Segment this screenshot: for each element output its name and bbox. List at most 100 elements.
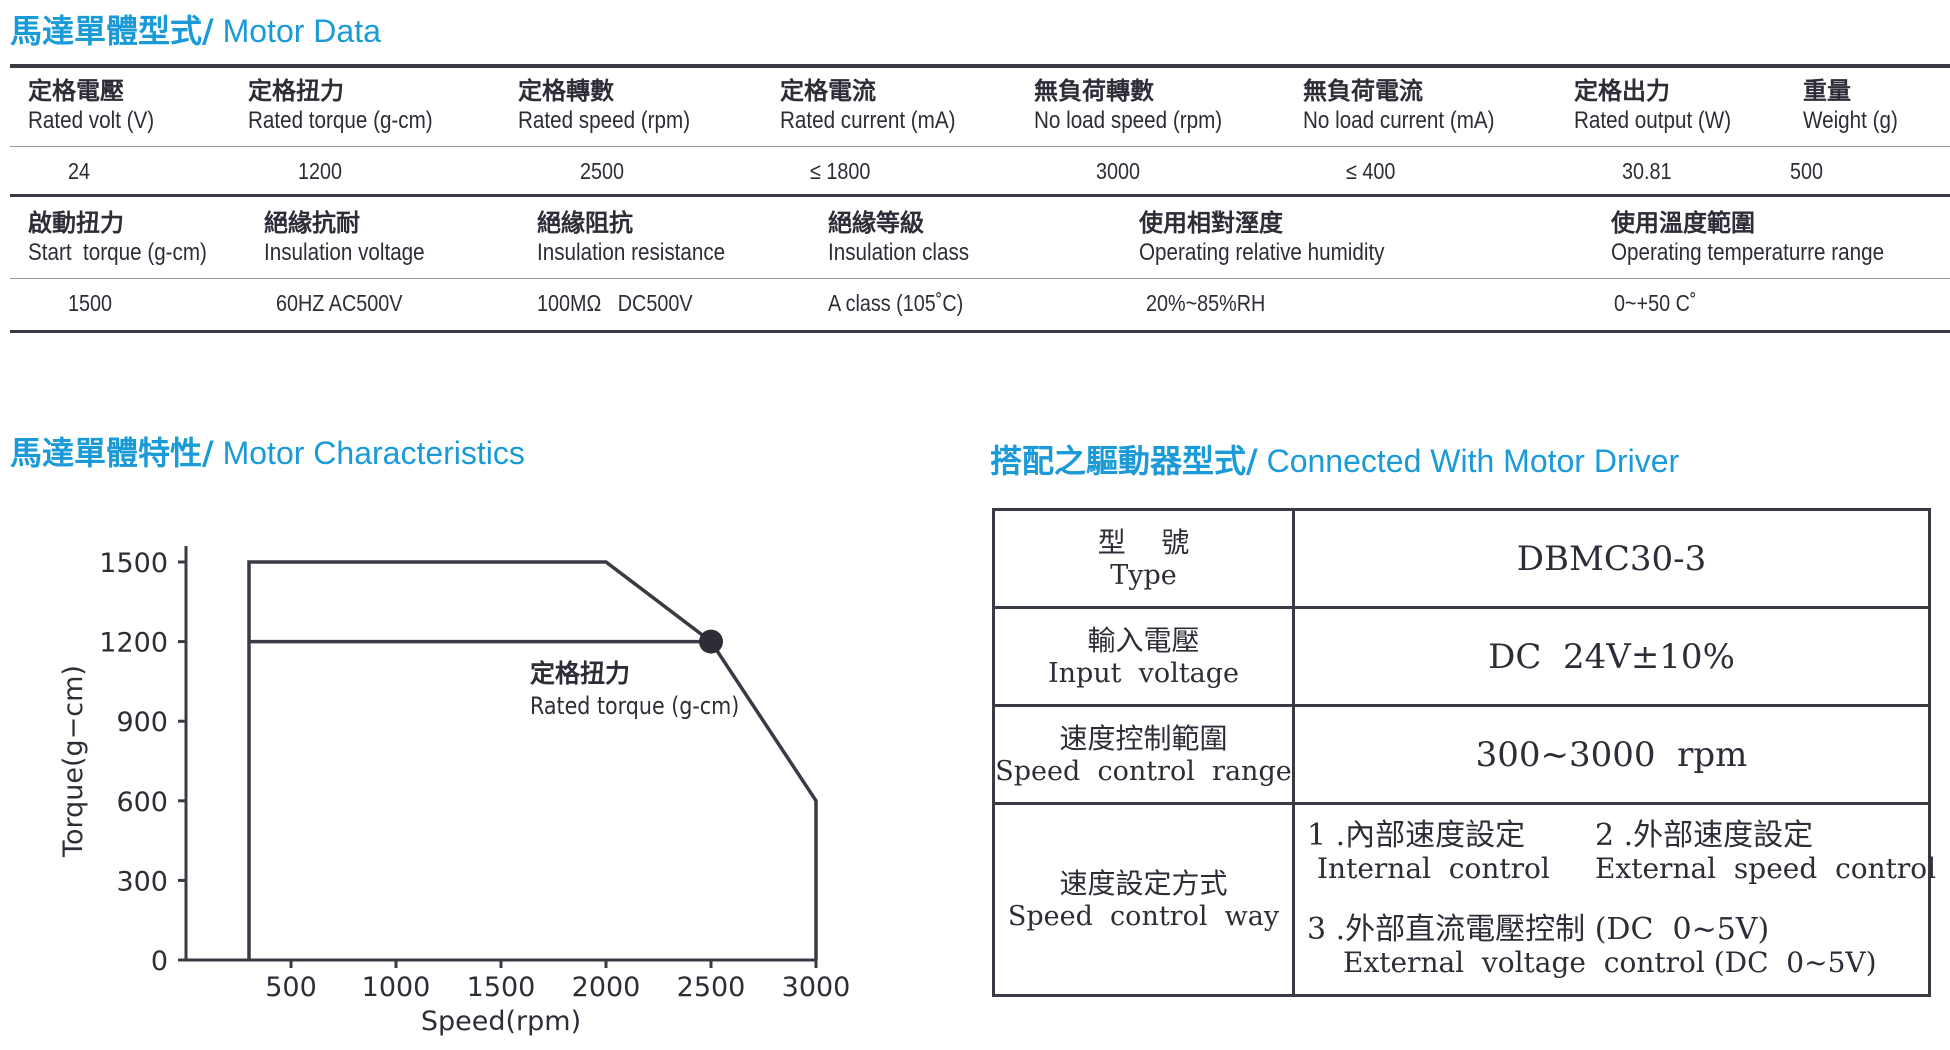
rated-point-marker [699, 629, 723, 654]
x-axis-label: Speed(rpm) [421, 1006, 581, 1037]
driver-label-zh: 輸入電壓 [1087, 623, 1200, 657]
spec-value: 1200 [298, 158, 343, 184]
spec-value: 30.81 [1622, 158, 1672, 184]
spec-header-zh: 定格電壓 [28, 77, 124, 105]
spec-header-zh: 使用相對溼度 [1139, 209, 1283, 237]
control-option-zh: 2 .外部速度設定 [1595, 818, 1814, 853]
driver-value-input-voltage: DC 24V±10% [1488, 636, 1735, 677]
x-tick-label: 1500 [467, 972, 536, 1003]
x-tick-label: 2000 [572, 972, 641, 1003]
driver-label-en: Speed control range [995, 755, 1292, 787]
spec-header-en: Operating temperaturre range [1611, 239, 1885, 266]
spec-header-zh: 使用溫度範圍 [1611, 209, 1755, 237]
spec-header-en: Weight (g) [1803, 107, 1898, 134]
spec-header-en: Insulation class [828, 239, 970, 266]
driver-row-type: 型 號 Type DBMC30-3 [995, 511, 1928, 609]
motor-data-title-zh: 馬達單體型式/ [10, 12, 214, 50]
control-option-internal: 1 .內部速度設定 Internal control [1307, 819, 1550, 885]
driver-label-en: Type [1110, 559, 1177, 591]
characteristics-title-zh: 馬達單體特性/ [10, 434, 214, 472]
driver-row-speed-range: 速度控制範圍 Speed control range 300~3000 rpm [995, 707, 1928, 805]
annotation-en: Rated torque (g-cm) [530, 693, 739, 721]
driver-label-zh: 速度控制範圍 [1059, 721, 1228, 755]
spec-value: 3000 [1096, 158, 1141, 184]
spec-header-zh: 定格出力 [1574, 77, 1670, 105]
row1-header-divider [10, 146, 1950, 147]
spec-header-zh: 無負荷轉數 [1034, 77, 1154, 105]
control-option-zh: 3 .外部直流電壓控制 (DC 0~5V) [1307, 912, 1770, 947]
spec-header-zh: 絕緣等級 [828, 209, 924, 237]
spec-header-en: Insulation resistance [537, 239, 726, 266]
spec-header-zh: 絕緣抗耐 [264, 209, 360, 237]
control-option-en: External voltage control (DC 0~5V) [1343, 946, 1877, 979]
driver-label-input-voltage: 輸入電壓 Input voltage [995, 609, 1295, 704]
series-line-0 [247, 560, 818, 960]
driver-value-type: DBMC30-3 [1516, 538, 1707, 579]
driver-label-control-way: 速度設定方式 Speed control way [995, 805, 1295, 994]
spec-header-zh: 定格轉數 [518, 77, 614, 105]
spec-value: 60HZ AC500V [276, 290, 403, 316]
control-option-en: External speed control [1595, 852, 1937, 885]
spec-value: 1500 [68, 290, 113, 316]
spec-header-en: Rated output (W) [1574, 107, 1732, 134]
row2-header-divider [10, 278, 1950, 279]
driver-title-en: Connected With Motor Driver [1257, 443, 1680, 479]
spec-value: 0~+50 C˚ [1614, 290, 1697, 316]
y-tick-label: 300 [116, 866, 168, 897]
y-tick-label: 1200 [99, 628, 168, 659]
y-axis-label: Torque(g−cm) [58, 665, 89, 858]
spec-header-en: Start torque (g-cm) [28, 239, 207, 266]
spec-value: A class (105˚C) [828, 290, 964, 316]
spec-header-en: Rated volt (V) [28, 107, 155, 134]
driver-title: 搭配之驅動器型式/ Connected With Motor Driver [990, 436, 1679, 482]
control-option-external-speed: 2 .外部速度設定 External speed control [1595, 819, 1936, 885]
table-top-rule [10, 64, 1950, 68]
driver-row-input-voltage: 輸入電壓 Input voltage DC 24V±10% [995, 609, 1928, 707]
driver-label-en: Input voltage [1047, 657, 1240, 689]
control-option-zh: 1 .內部速度設定 [1307, 818, 1526, 853]
driver-label-zh: 速度設定方式 [1059, 866, 1228, 900]
driver-label-speed-range: 速度控制範圍 Speed control range [995, 707, 1295, 802]
x-tick-label: 1000 [362, 972, 431, 1003]
spec-header-zh: 無負荷電流 [1303, 77, 1423, 105]
spec-header-en: Rated torque (g-cm) [248, 107, 433, 134]
driver-label-zh: 型 號 [1097, 525, 1190, 559]
y-tick-label: 0 [151, 946, 168, 977]
spec-header-en: Insulation voltage [264, 239, 425, 266]
spec-header-zh: 啟動扭力 [28, 209, 124, 237]
spec-value: ≤ 400 [1346, 158, 1396, 184]
control-option-external-voltage: 3 .外部直流電壓控制 (DC 0~5V) External voltage c… [1307, 913, 1877, 979]
spec-value: 500 [1790, 158, 1824, 184]
x-tick-label: 500 [265, 972, 317, 1003]
driver-label-type: 型 號 Type [995, 511, 1295, 606]
spec-value: 20%~85%RH [1146, 290, 1266, 316]
characteristics-title: 馬達單體特性/ Motor Characteristics [10, 428, 525, 474]
characteristics-title-en: Motor Characteristics [213, 435, 525, 471]
driver-value-speed-range: 300~3000 rpm [1475, 734, 1748, 775]
spec-value: 100MΩ DC500V [537, 290, 693, 316]
driver-table: 型 號 Type DBMC30-3 輸入電壓 Input voltage DC … [992, 508, 1936, 997]
spec-header-zh: 絕緣阻抗 [537, 209, 633, 237]
spec-header-en: No load speed (rpm) [1034, 107, 1223, 134]
spec-header-en: No load current (mA) [1303, 107, 1495, 134]
driver-title-zh: 搭配之驅動器型式/ [990, 442, 1258, 480]
spec-value: 24 [68, 158, 91, 184]
annotation-zh: 定格扭力 [530, 659, 630, 688]
x-tick-label: 2500 [677, 972, 746, 1003]
control-option-en: Internal control [1317, 852, 1550, 885]
spec-header-zh: 定格電流 [780, 77, 876, 105]
spec-header-en: Rated current (mA) [780, 107, 956, 134]
y-tick-label: 600 [116, 787, 168, 818]
